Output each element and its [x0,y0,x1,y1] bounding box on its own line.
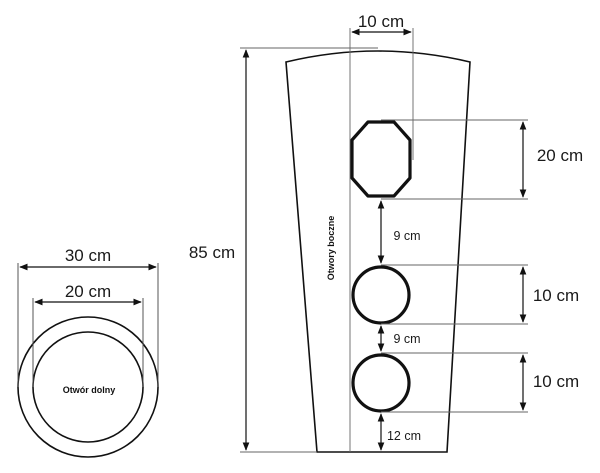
bottom-view: 30 cm 20 cm Otwór dolny [17,246,159,458]
hole-2 [351,265,411,325]
top-dim-label: 10 cm [358,12,404,31]
side-view: 85 cm 10 cm Otwory boczne 20 cm 10 cm 10… [189,12,583,453]
bottom-gap-dim-label: 12 cm [387,429,421,443]
height-dim-label: 85 cm [189,243,235,262]
inner-dim-label: 20 cm [65,282,111,301]
panel-outline [285,50,471,453]
side-holes-label: Otwory boczne [326,216,336,281]
outer-dim-label: 30 cm [65,246,111,265]
hole1-dim-label: 20 cm [537,146,583,165]
hole3-dim-label: 10 cm [533,372,579,391]
bottom-hole-label: Otwór dolny [63,385,116,395]
gap2-dim-label: 9 cm [393,332,420,346]
gap1-dim-label: 9 cm [393,229,420,243]
hole-1 [350,120,412,198]
hole2-dim-label: 10 cm [533,286,579,305]
hole-3 [351,353,411,413]
